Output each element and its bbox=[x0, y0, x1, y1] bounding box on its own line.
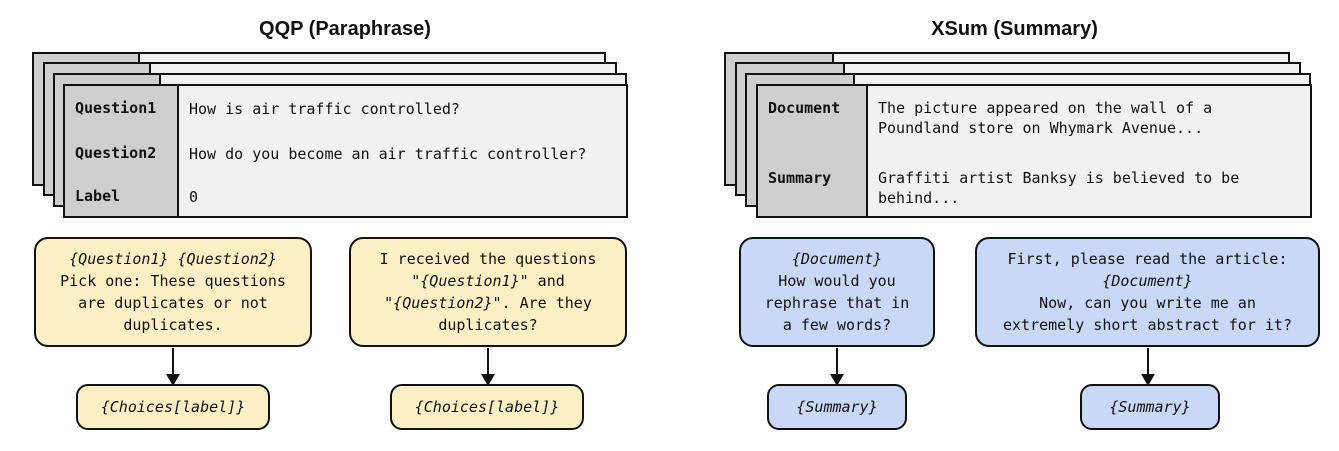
qqp-value-question1: How is air traffic controlled? bbox=[189, 100, 460, 118]
qqp-prompt1-line4: duplicates. bbox=[123, 316, 223, 334]
xsum-prompt-template-2: First, please read the article: {Documen… bbox=[975, 237, 1320, 347]
qqp-prompt2-line4: duplicates? bbox=[438, 316, 538, 334]
qqp-arrow-1 bbox=[166, 348, 180, 386]
xsum-example-card: Document The picture appeared on the wal… bbox=[756, 84, 1312, 218]
xsum-arrow-1 bbox=[830, 348, 844, 386]
qqp-value-question2: How do you become an air traffic control… bbox=[189, 145, 587, 163]
xsum-prompt2-line3: Now, can you write me an bbox=[1039, 294, 1256, 312]
qqp-key-label: Label bbox=[75, 187, 121, 205]
qqp-answer-1: {Choices[label]} bbox=[76, 384, 270, 430]
qqp-arrow-2 bbox=[481, 348, 495, 386]
xsum-prompt1-line1: {Document} bbox=[791, 250, 883, 268]
xsum-prompt1-line2: How would you bbox=[778, 272, 896, 290]
qqp-prompt1-line1: {Question1} {Question2} bbox=[69, 250, 277, 268]
xsum-answer-2: {Summary} bbox=[1080, 384, 1220, 430]
qqp-prompt-template-1: {Question1} {Question2} Pick one: These … bbox=[34, 237, 312, 347]
qqp-key-question2: Question2 bbox=[75, 144, 157, 162]
xsum-prompt2-line1: First, please read the article: bbox=[1007, 250, 1288, 268]
qqp-prompt-template-2: I received the questions "{Question1}" a… bbox=[349, 237, 627, 347]
qqp-prompt2-line1: I received the questions bbox=[379, 250, 597, 268]
qqp-answer-2: {Choices[label]} bbox=[390, 384, 584, 430]
qqp-prompt1-line2: Pick one: These questions bbox=[60, 272, 286, 290]
xsum-prompt1-line4: a few words? bbox=[782, 316, 892, 334]
xsum-value-summary: Graffiti artist Banksy is believed to be… bbox=[878, 169, 1240, 207]
xsum-value-document: The picture appeared on the wall of a Po… bbox=[878, 99, 1213, 137]
xsum-key-summary: Summary bbox=[768, 169, 832, 187]
xsum-prompt-template-1: {Document} How would you rephrase that i… bbox=[739, 237, 935, 347]
xsum-arrow-2 bbox=[1141, 348, 1155, 386]
xsum-prompt1-line3: rephrase that in bbox=[764, 294, 910, 312]
xsum-key-document: Document bbox=[768, 99, 841, 117]
qqp-prompt2-line2: "{Question1}" and bbox=[411, 272, 565, 290]
xsum-answer-1: {Summary} bbox=[767, 384, 907, 430]
qqp-prompt2-line3: "{Question2}". Are they bbox=[384, 294, 592, 312]
qqp-title: QQP (Paraphrase) bbox=[259, 18, 431, 40]
xsum-title: XSum (Summary) bbox=[931, 18, 1098, 40]
qqp-key-question1: Question1 bbox=[75, 99, 157, 117]
qqp-value-label: 0 bbox=[189, 188, 199, 206]
xsum-prompt2-line4: extremely short abstract for it? bbox=[1003, 316, 1292, 334]
qqp-prompt1-line3: are duplicates or not bbox=[78, 294, 268, 312]
xsum-prompt2-line2: {Document} bbox=[1102, 272, 1193, 290]
qqp-example-card: Question1 How is air traffic controlled?… bbox=[63, 84, 628, 218]
